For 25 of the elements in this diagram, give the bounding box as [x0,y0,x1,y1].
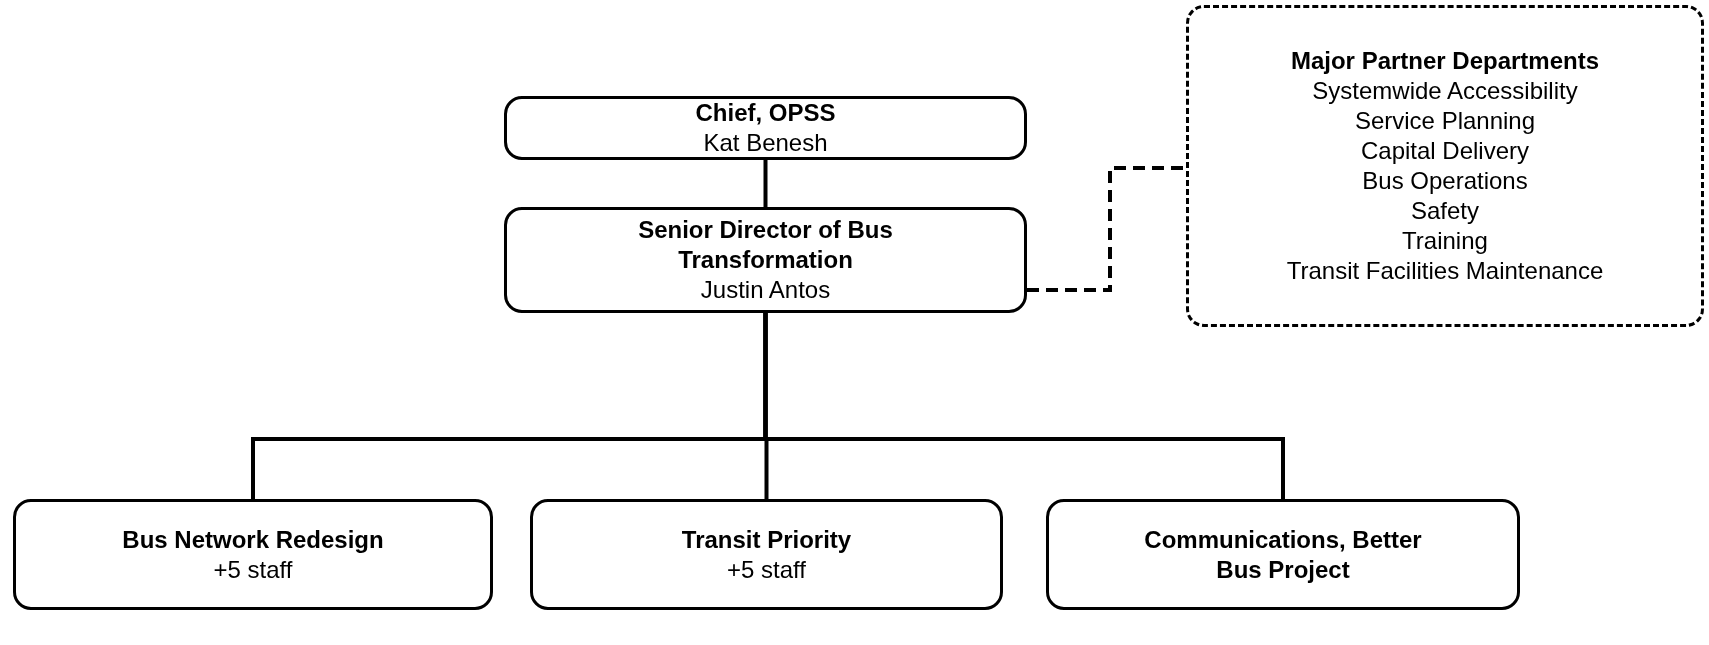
box-heading: Bus Network Redesign [122,524,384,555]
box-text: Capital Delivery [1360,136,1530,166]
connector-line [763,313,1285,499]
box-text: Systemwide Accessibility [1312,76,1578,106]
box-heading: Communications, Better Bus Project [1143,524,1423,585]
box-heading: Chief, OPSS [695,98,836,128]
org-box [504,207,1027,313]
dashed-group-box [1186,5,1704,327]
box-heading: Senior Director of Bus Transformation [637,215,894,275]
box-heading: Transit Priority [681,524,852,555]
org-box [13,499,493,610]
org-box [1046,499,1520,610]
org-box [530,499,1003,610]
org-box [504,96,1027,160]
box-text: Transit Facilities Maintenance [1286,256,1604,286]
box-text: +5 staff [727,554,806,585]
box-text: Service Planning [1354,106,1536,136]
box-text: Kat Benesh [703,128,828,158]
box-text: Training [1402,226,1488,256]
box-text: +5 staff [213,554,293,585]
connector-line [1027,166,1186,292]
box-text: Justin Antos [700,275,831,305]
box-text: Bus Operations [1362,166,1528,196]
box-heading: Major Partner Departments [1290,46,1600,76]
box-text: Safety [1410,196,1479,226]
